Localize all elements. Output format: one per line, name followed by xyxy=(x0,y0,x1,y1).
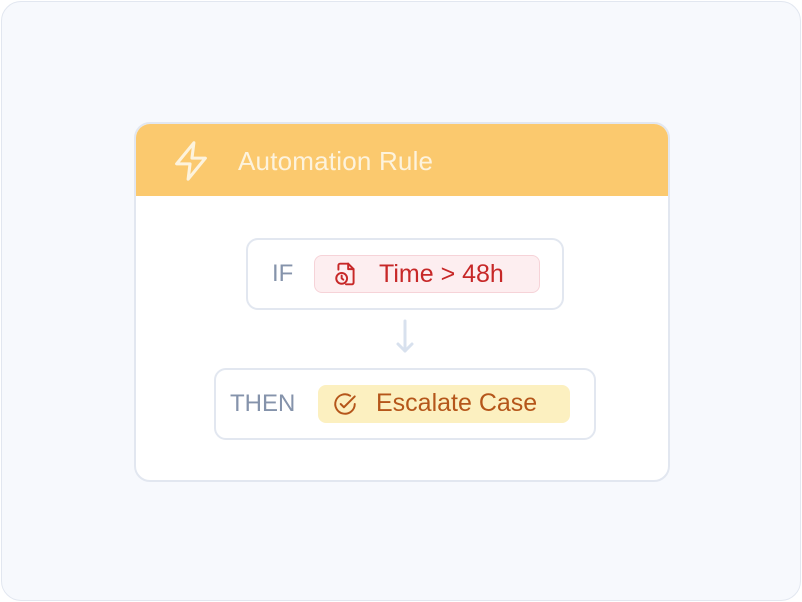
file-clock-icon xyxy=(335,262,355,286)
then-keyword: THEN xyxy=(230,390,296,417)
check-circle-icon xyxy=(334,393,356,415)
arrow-down-icon xyxy=(396,319,414,353)
condition-block[interactable]: IF Time > 48h xyxy=(246,238,564,310)
action-chip[interactable]: Escalate Case xyxy=(318,385,570,423)
automation-rule-card[interactable]: Automation Rule IF Time > 48h THEN xyxy=(134,122,670,482)
condition-chip[interactable]: Time > 48h xyxy=(314,255,540,293)
condition-text: Time > 48h xyxy=(379,260,504,288)
if-keyword: IF xyxy=(272,260,294,287)
rule-title: Automation Rule xyxy=(238,146,434,176)
card-header: Automation Rule xyxy=(136,124,668,196)
action-text: Escalate Case xyxy=(376,389,538,417)
lightning-icon xyxy=(175,141,207,181)
action-block[interactable]: THEN Escalate Case xyxy=(214,368,596,440)
